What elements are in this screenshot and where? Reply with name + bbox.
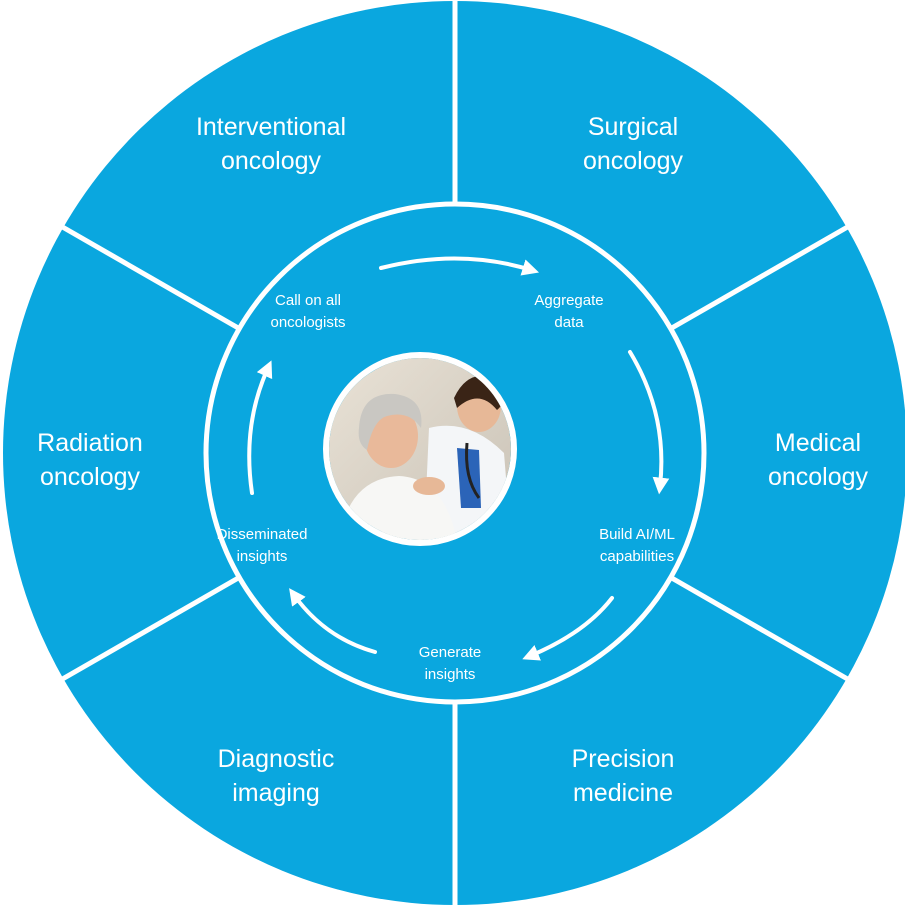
- step-build-ai-ml-capabilities: Build AI/ML capabilities: [599, 526, 675, 565]
- segment-precision-medicine: Precision medicine: [571, 745, 675, 807]
- segment-surgical-oncology: Surgical oncology: [582, 113, 684, 175]
- arrow-aggregate-to-build: [628, 350, 670, 495]
- arrow-disseminate-to-call: [247, 360, 273, 495]
- segment-radiation-oncology: Radiation oncology: [37, 429, 143, 491]
- cycle-arrows: [247, 256, 670, 661]
- segment-diagnostic-imaging: Diagnostic imaging: [217, 745, 335, 807]
- segment-medical-oncology: Medical oncology: [767, 429, 869, 491]
- segment-interventional-oncology: Interventional oncology: [195, 113, 347, 175]
- patient-and-doctor-photo: [323, 352, 517, 546]
- arrow-generate-to-disseminate: [289, 588, 377, 654]
- step-disseminated-insights: Disseminated insights: [216, 526, 308, 565]
- arrow-build-to-generate: [522, 596, 614, 661]
- step-call-on-all-oncologists: Call on all oncologists: [270, 292, 346, 331]
- photo-illustration: [329, 358, 511, 540]
- step-generate-insights: Generate insights: [418, 644, 482, 683]
- step-aggregate-data: Aggregate data: [534, 292, 604, 331]
- arrow-call-to-aggregate: [379, 256, 540, 276]
- segment-dividers: [57, 0, 853, 906]
